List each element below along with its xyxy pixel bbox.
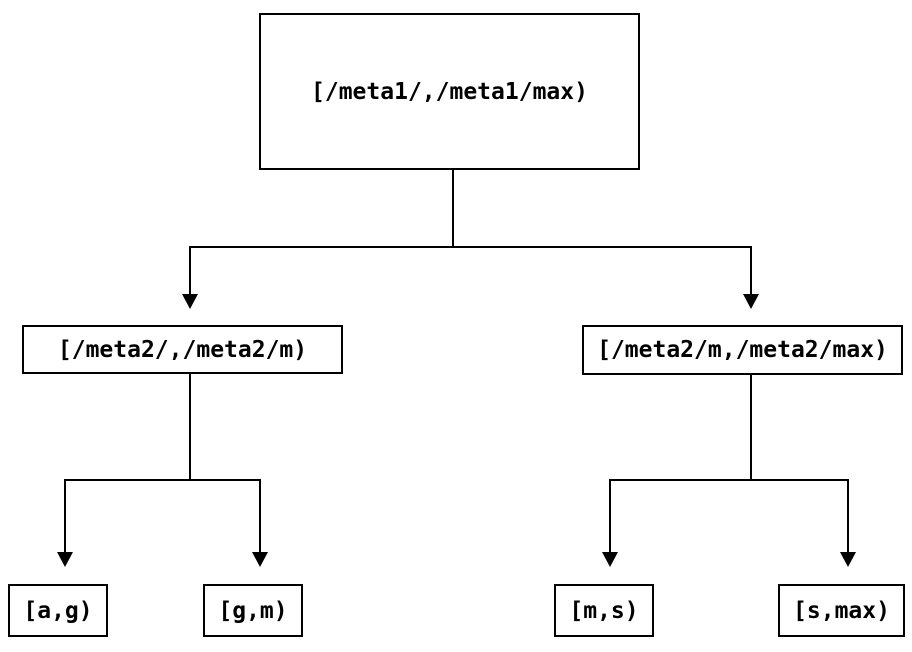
node-leaf-gm-label: [g,m) (218, 597, 288, 624)
edge-right-branch-line (609, 479, 849, 481)
node-leaf-smax-label: [s,max) (793, 597, 890, 624)
edge-root-to-right-line (750, 246, 752, 294)
arrowhead-down-icon (743, 294, 759, 309)
edge-right-stem-line (750, 375, 752, 481)
arrowhead-down-icon (840, 552, 856, 567)
arrowhead-down-icon (57, 552, 73, 567)
node-left-child-label: [/meta2/,/meta2/m) (57, 336, 308, 363)
edge-left-to-leaf-gm-line (259, 479, 261, 552)
arrowhead-down-icon (182, 294, 198, 309)
edge-left-to-leaf-ag-line (64, 479, 66, 552)
edge-right-to-leaf-smax-line (847, 479, 849, 552)
node-leaf-gm: [g,m) (203, 584, 303, 637)
edge-left-stem-line (189, 374, 191, 481)
node-right-child: [/meta2/m,/meta2/max) (582, 325, 903, 375)
node-leaf-ag: [a,g) (8, 584, 108, 637)
node-leaf-ms-label: [m,s) (569, 597, 639, 624)
node-root-label: [/meta1/,/meta1/max) (311, 78, 588, 105)
arrowhead-down-icon (602, 552, 618, 567)
node-root: [/meta1/,/meta1/max) (259, 13, 640, 170)
node-leaf-smax: [s,max) (778, 584, 905, 637)
edge-left-branch-line (64, 479, 261, 481)
node-right-child-label: [/meta2/m,/meta2/max) (597, 337, 888, 363)
arrowhead-down-icon (252, 552, 268, 567)
node-left-child: [/meta2/,/meta2/m) (22, 325, 343, 374)
edge-right-to-leaf-ms-line (609, 479, 611, 552)
node-leaf-ag-label: [a,g) (23, 597, 93, 624)
node-leaf-ms: [m,s) (554, 584, 654, 637)
edge-level1-branch-line (189, 246, 752, 248)
edge-root-to-left-line (189, 246, 191, 294)
edge-root-stem-line (452, 170, 454, 248)
